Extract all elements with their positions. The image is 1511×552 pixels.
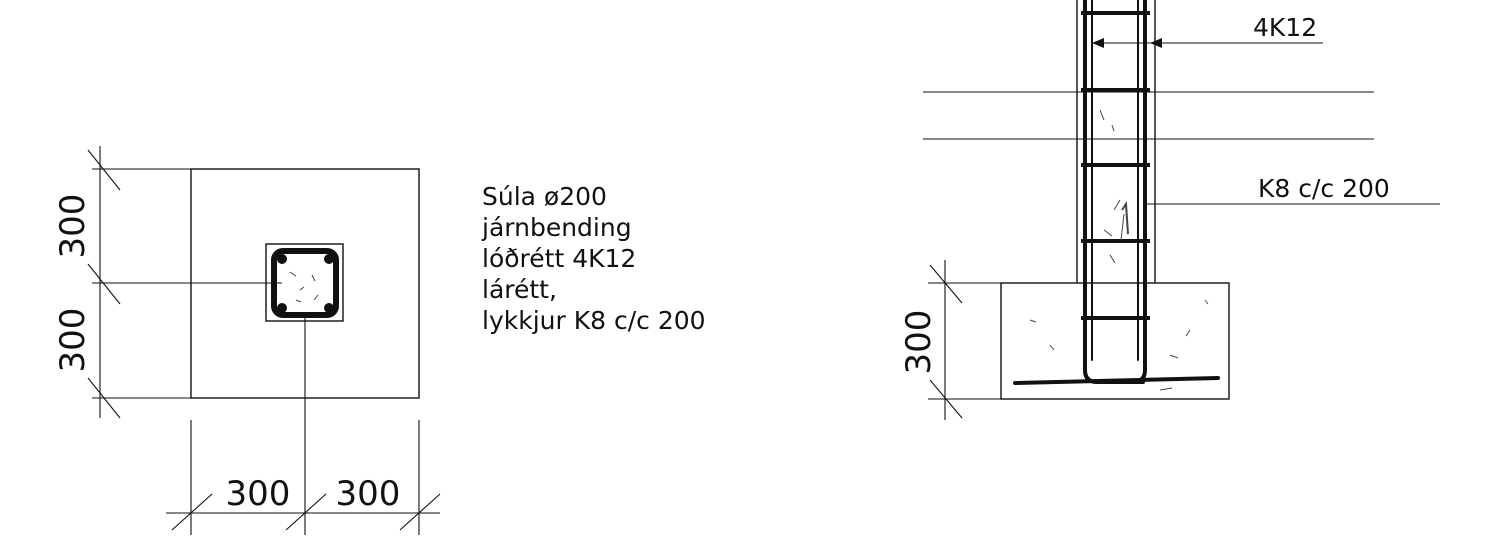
arrow-head bbox=[1150, 38, 1162, 48]
dimension-tick bbox=[87, 263, 121, 305]
note-line: lóðrétt 4K12 bbox=[482, 244, 636, 273]
note-line: lárétt, bbox=[482, 275, 557, 304]
dimension-tick bbox=[87, 149, 121, 191]
label-ties: K8 c/c 200 bbox=[1258, 174, 1390, 203]
footing-rebar bbox=[1013, 376, 1220, 385]
dimension-tick bbox=[285, 493, 327, 531]
rebar-dot bbox=[324, 303, 334, 313]
dimension-tick bbox=[171, 493, 213, 531]
plan-view: 300 300 300 300 bbox=[53, 146, 441, 535]
dimension-tick bbox=[929, 379, 963, 419]
dimension-tick bbox=[87, 377, 121, 419]
section-view: 4K12 K8 c/c 200 300 bbox=[899, 0, 1440, 420]
note-line: lykkjur K8 c/c 200 bbox=[482, 306, 706, 335]
rebar-dot bbox=[277, 254, 287, 264]
dim-left-top: 300 bbox=[53, 194, 93, 259]
dimension-tick bbox=[399, 493, 441, 531]
dim-left-bottom: 300 bbox=[53, 308, 93, 373]
note-line: Súla ø200 bbox=[482, 182, 607, 211]
dimension-tick bbox=[929, 264, 963, 304]
dim-bottom-right: 300 bbox=[336, 474, 401, 514]
arrow-head bbox=[1092, 38, 1104, 48]
dim-footing-height: 300 bbox=[899, 310, 939, 375]
vertical-rebar bbox=[1083, 0, 1145, 384]
reinforcement-note: Súla ø200 járnbending lóðrétt 4K12 lárét… bbox=[481, 182, 706, 335]
concrete-texture bbox=[1029, 109, 1209, 391]
concrete-texture bbox=[289, 271, 319, 303]
footing-section bbox=[1000, 282, 1230, 400]
label-vertical-bars: 4K12 bbox=[1253, 13, 1317, 42]
dim-bottom-left: 300 bbox=[226, 474, 291, 514]
note-line: járnbending bbox=[481, 213, 632, 242]
rebar-dot bbox=[324, 254, 334, 264]
rebar-dot bbox=[277, 303, 287, 313]
